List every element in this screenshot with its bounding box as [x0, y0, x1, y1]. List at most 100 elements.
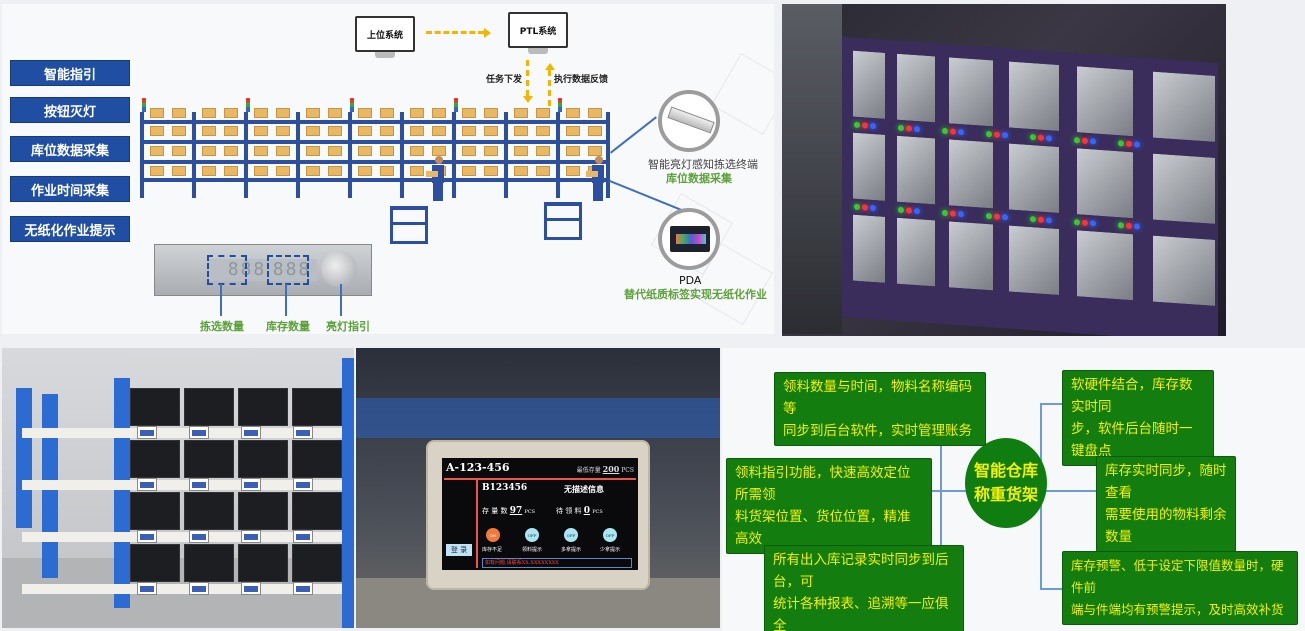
storage-bin: [130, 544, 180, 582]
electronic-shelf-label: [137, 426, 157, 439]
rack-post: [140, 112, 144, 198]
stock-value: 97: [509, 506, 523, 516]
dispatch-dashed-line: [426, 31, 484, 34]
task-dashed-line: [526, 60, 529, 96]
ptl-system-label: PTL系统: [519, 26, 557, 37]
unit-label: PCS: [621, 467, 634, 474]
carton-box: [358, 126, 372, 136]
indicator-led: [1074, 219, 1080, 226]
feature-location-data: 库位数据采集: [10, 136, 130, 162]
electronic-shelf-label: [137, 582, 157, 595]
light-guide-label: 亮灯指引: [326, 320, 370, 333]
indicator-led: [1090, 220, 1096, 227]
cabinet-cell: [1074, 227, 1136, 304]
indicator-led: [1126, 140, 1132, 148]
pick-quantity-label: 拣选数量: [200, 320, 244, 333]
over-pick-caption: 多拿提示: [561, 547, 582, 553]
carton-box: [462, 126, 476, 136]
indicator-led: [870, 204, 876, 212]
carton-box: [514, 166, 528, 176]
under-pick-indicator[interactable]: OFF: [603, 528, 617, 542]
cabinet-frame: [842, 36, 1218, 336]
connector-line: [610, 116, 657, 154]
terminal-subcaption: 库位数据采集: [666, 172, 732, 185]
carton-box: [380, 146, 394, 156]
cabinet-cell: [1150, 68, 1218, 146]
cabinet-cell: [1150, 150, 1218, 228]
signal-tower-light: [350, 98, 354, 112]
indicator-led: [986, 130, 992, 138]
carton-box: [432, 108, 446, 118]
login-button[interactable]: 登 录: [446, 544, 472, 556]
feature-smart-guide: 智能指引: [10, 60, 130, 86]
carton-box: [328, 126, 342, 136]
mindmap-node-pick-guide: 领料指引功能，快速高效定位所需领 料货架位置、货位位置，精准高效: [726, 458, 932, 554]
carton-box: [514, 108, 528, 118]
rack-upright: [342, 358, 354, 628]
pick-prompt-indicator[interactable]: OFF: [525, 528, 539, 542]
rack-shelf: [140, 120, 610, 124]
node-text-line: 同步到后台软件，实时管理账务: [783, 423, 972, 439]
rack-shelf: [140, 160, 610, 164]
carton-box: [484, 146, 498, 156]
over-pick-indicator[interactable]: OFF: [564, 528, 578, 542]
indicator-led: [898, 206, 904, 214]
cabinet-cell: [894, 50, 938, 126]
indicator-led: [1134, 223, 1140, 230]
carton-box: [536, 146, 550, 156]
cabinet-cell: [894, 214, 938, 290]
arrow-up-icon: [545, 63, 555, 70]
rack-post: [556, 112, 560, 198]
terminal-caption: 智能亮灯感知拣选终端: [648, 158, 758, 171]
shelf-terminal-photo: A-123-456 最低存量 200 PCS B123456 无描述信息 存 量…: [356, 348, 720, 628]
carton-box: [172, 126, 186, 136]
carton-box: [432, 126, 446, 136]
carton-box: [358, 166, 372, 176]
node-text-line: 所有出入库记录实时同步到后台，可: [773, 552, 949, 590]
min-stock: 最低存量 200 PCS: [577, 464, 634, 474]
feature-button-light-off: 按钮灭灯: [10, 97, 130, 123]
electronic-shelf-label: [241, 530, 261, 543]
indicator-led: [854, 121, 860, 129]
stock-quantity-label: 库存数量: [266, 320, 310, 333]
carton-box: [484, 166, 498, 176]
divider-line: [444, 478, 636, 480]
stock-label: 存 量 数: [482, 507, 508, 515]
location-code: A-123-456: [446, 461, 510, 474]
carton-box: [202, 146, 216, 156]
carton-box: [380, 108, 394, 118]
divider-line: [476, 479, 478, 568]
carton-box: [150, 108, 164, 118]
light-button-knob: [321, 251, 357, 287]
carton-box: [254, 108, 268, 118]
signal-tower-light: [142, 98, 146, 112]
indicator-led: [1046, 135, 1052, 142]
indicator-led: [1002, 214, 1008, 221]
electronic-shelf-label: [241, 426, 261, 439]
carton-box: [358, 146, 372, 156]
upper-system-label: 上位系统: [366, 30, 403, 41]
pda-subcaption: 替代纸质标签实现无纸化作业: [624, 288, 767, 301]
center-title-line1: 智能仓库: [973, 461, 1038, 480]
carton-box: [410, 146, 424, 156]
carton-box: [224, 126, 238, 136]
node-text-line: 统计各种报表、追溯等一应俱全: [773, 596, 949, 631]
stock-quantity-highlight: [267, 255, 309, 285]
stock-quantity: 存 量 数 97 PCS: [482, 506, 535, 516]
indicator-led: [958, 128, 964, 136]
carton-box: [588, 126, 602, 136]
storage-bin: [292, 440, 342, 478]
cabinet-cell: [1006, 222, 1062, 299]
signal-tower-light: [454, 98, 458, 112]
electronic-shelf-label: [137, 478, 157, 491]
electronic-shelf-label: [241, 582, 261, 595]
pick-quantity-highlight: [207, 255, 247, 285]
cabinet-cell: [1074, 145, 1136, 222]
signal-tower-light: [246, 98, 250, 112]
worker-figure: [426, 156, 446, 206]
shelf-beam: [22, 584, 342, 594]
low-stock-indicator[interactable]: ON: [486, 528, 500, 542]
unit-label: PCS: [524, 509, 536, 515]
indicator-led: [950, 210, 956, 217]
carton-box: [172, 108, 186, 118]
